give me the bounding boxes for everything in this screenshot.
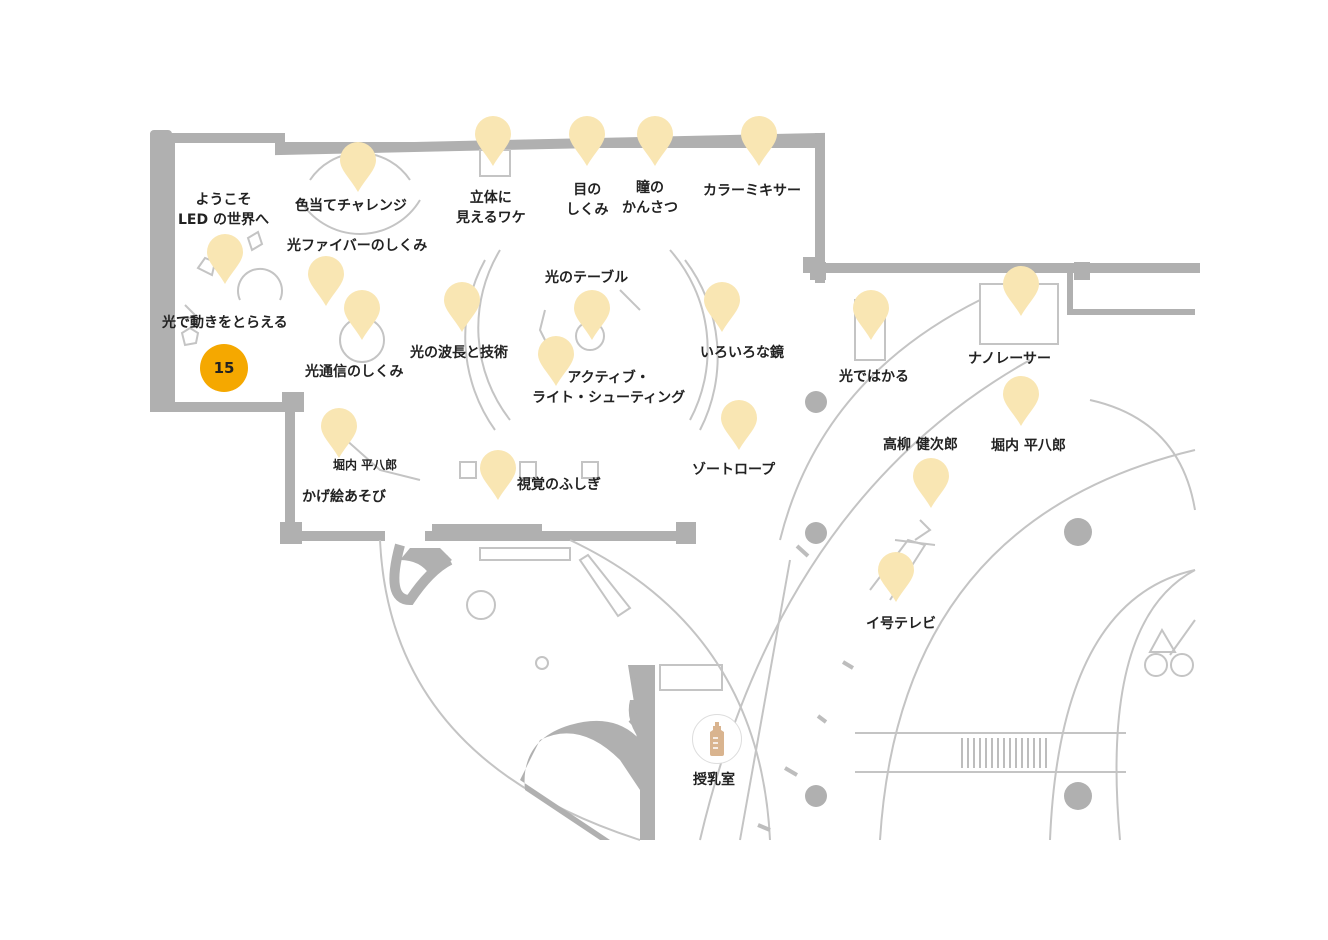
label-active[interactable]: アクティブ・ ライト・シューティング	[532, 370, 686, 406]
pin-tv[interactable]	[878, 552, 914, 602]
pin-welcome[interactable]	[207, 234, 243, 284]
pin-measure[interactable]	[853, 290, 889, 340]
label-horiuchi-2[interactable]: 堀内 平八郎	[991, 438, 1066, 454]
label-visual[interactable]: 視覚のふしぎ	[517, 477, 601, 493]
pin-takayanagi[interactable]	[913, 458, 949, 508]
map-pin-icon	[1003, 266, 1039, 316]
label-measure[interactable]: 光ではかる	[839, 369, 909, 385]
baby-bottle-icon[interactable]	[692, 714, 742, 764]
pin-horiuchi-1[interactable]	[321, 408, 357, 458]
map-pin-icon	[480, 450, 516, 500]
pin-nano[interactable]	[1003, 266, 1039, 316]
map-pin-icon	[340, 142, 376, 192]
label-takayanagi[interactable]: 高柳 健次郎	[883, 437, 958, 453]
columns	[805, 391, 1092, 810]
pin-pupil[interactable]	[637, 116, 673, 166]
label-nano[interactable]: ナノレーサー	[968, 351, 1052, 367]
label-nursing[interactable]: 授乳室	[693, 772, 735, 788]
pin-zoetrope[interactable]	[721, 400, 757, 450]
pin-color-challenge[interactable]	[340, 142, 376, 192]
label-zoetrope[interactable]: ゾートロープ	[692, 462, 776, 478]
label-motion[interactable]: 光で動きをとらえる	[162, 315, 288, 331]
label-welcome[interactable]: ようこそ LED の世界へ	[178, 192, 269, 228]
map-pin-icon	[308, 256, 344, 306]
interior-lines	[184, 149, 1196, 841]
map-pin-icon	[569, 116, 605, 166]
label-comm[interactable]: 光通信のしくみ	[305, 364, 404, 380]
map-pin-icon	[444, 282, 480, 332]
pin-active[interactable]	[538, 336, 574, 386]
pin-comm[interactable]	[344, 290, 380, 340]
map-pin-icon	[321, 408, 357, 458]
label-tv[interactable]: イ号テレビ	[866, 616, 936, 632]
pin-eye[interactable]	[569, 116, 605, 166]
map-pin-icon	[1003, 376, 1039, 426]
stairs	[961, 738, 1047, 768]
map-pin-icon	[913, 458, 949, 508]
label-shadow[interactable]: かげ絵あそび	[302, 489, 386, 505]
pin-table[interactable]	[574, 290, 610, 340]
label-color-challenge[interactable]: 色当てチャレンジ	[295, 198, 407, 214]
label-mirror[interactable]: いろいろな鏡	[700, 345, 784, 361]
map-pin-icon	[878, 552, 914, 602]
label-mixer[interactable]: カラーミキサー	[703, 183, 801, 199]
floor-badge-number: 15	[213, 359, 235, 377]
map-pin-icon	[475, 116, 511, 166]
map-pin-icon	[853, 290, 889, 340]
pin-wave[interactable]	[444, 282, 480, 332]
map-pin-icon	[741, 116, 777, 166]
label-stereo[interactable]: 立体に 見えるワケ	[456, 190, 526, 226]
map-pin-icon	[721, 400, 757, 450]
map-pin-icon	[637, 116, 673, 166]
pin-horiuchi-2[interactable]	[1003, 376, 1039, 426]
bottle-shape	[710, 722, 724, 756]
label-eye[interactable]: 目の しくみ	[566, 182, 609, 218]
map-pin-icon	[344, 290, 380, 340]
pin-mirror[interactable]	[704, 282, 740, 332]
label-table[interactable]: 光のテーブル	[545, 270, 629, 286]
floor-badge: 15	[200, 344, 248, 392]
label-pupil[interactable]: 瞳の かんさつ	[622, 180, 678, 216]
pin-visual[interactable]	[480, 450, 516, 500]
label-wave[interactable]: 光の波長と技術	[410, 345, 508, 361]
label-horiuchi-1[interactable]: 堀内 平八郎	[333, 458, 398, 472]
small-stalls	[180, 230, 599, 479]
map-pin-icon	[704, 282, 740, 332]
label-fiber[interactable]: 光ファイバーのしくみ	[287, 238, 428, 254]
map-pin-icon	[538, 336, 574, 386]
map-pin-icon	[207, 234, 243, 284]
pin-mixer[interactable]	[741, 116, 777, 166]
map-pin-icon	[574, 290, 610, 340]
pin-fiber[interactable]	[308, 256, 344, 306]
pin-stereo[interactable]	[475, 116, 511, 166]
